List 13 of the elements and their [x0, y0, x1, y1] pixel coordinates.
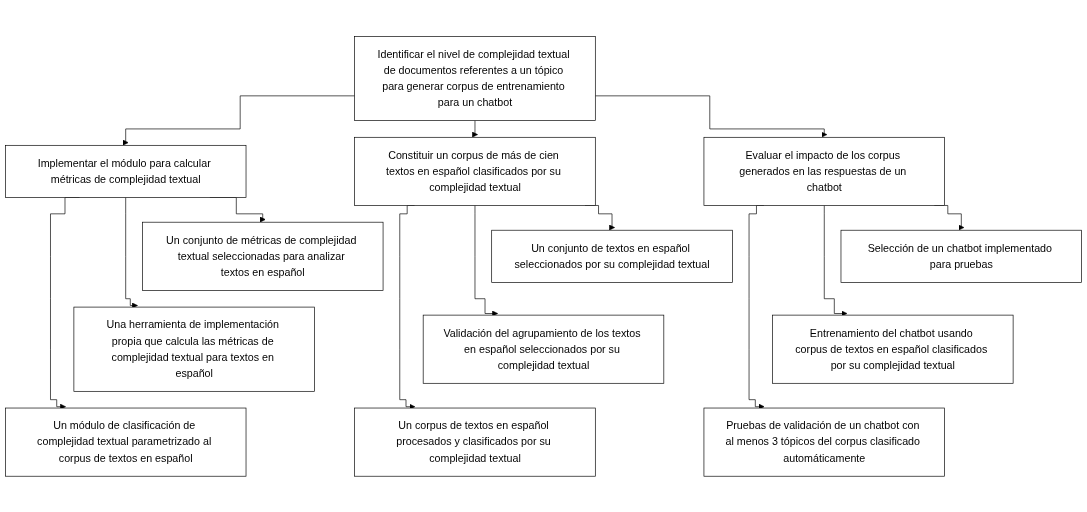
node-box: Selección de un chatbot implementado para pruebas	[840, 229, 1082, 283]
node-box: Un conjunto de textos en español seleccionados por su complejidad textual	[491, 229, 733, 283]
node-box: Constituir un corpus de más de cien textos en español clasificados por su complejidad textual	[354, 136, 596, 206]
node-box: Un corpus de textos en español procesados y clasificados por su complejidad textual	[354, 407, 596, 477]
node-box: Identificar el nivel de complejidad textual de documentos referentes a un tópico para generar corpus de entrenamiento para un chatbot	[354, 35, 596, 121]
node-box: Entrenamiento del chatbot usando corpus de textos en español clasificados por su complejidad textual	[772, 314, 1014, 384]
node-box: Un conjunto de métricas de complejidad textual seleccionadas para analizar textos en español	[142, 221, 384, 291]
node-box: Validación del agrupamiento de los textos en español seleccionados por su complejidad textual	[422, 314, 665, 384]
node-box: Pruebas de validación de un chatbot con al menos 3 tópicos del corpus clasificado automáticamente	[703, 407, 945, 477]
node-box: Evaluar el impacto de los corpus generados en las respuestas de un chatbot	[703, 136, 945, 206]
node-box: Un módulo de clasificación de complejidad textual parametrizado al corpus de textos en español	[5, 407, 247, 477]
node-box: Una herramienta de implementación propia que calcula las métricas de complejidad textual para textos en español	[73, 306, 315, 392]
node-box: Implementar el módulo para calcular métricas de complejidad textual	[5, 144, 247, 198]
